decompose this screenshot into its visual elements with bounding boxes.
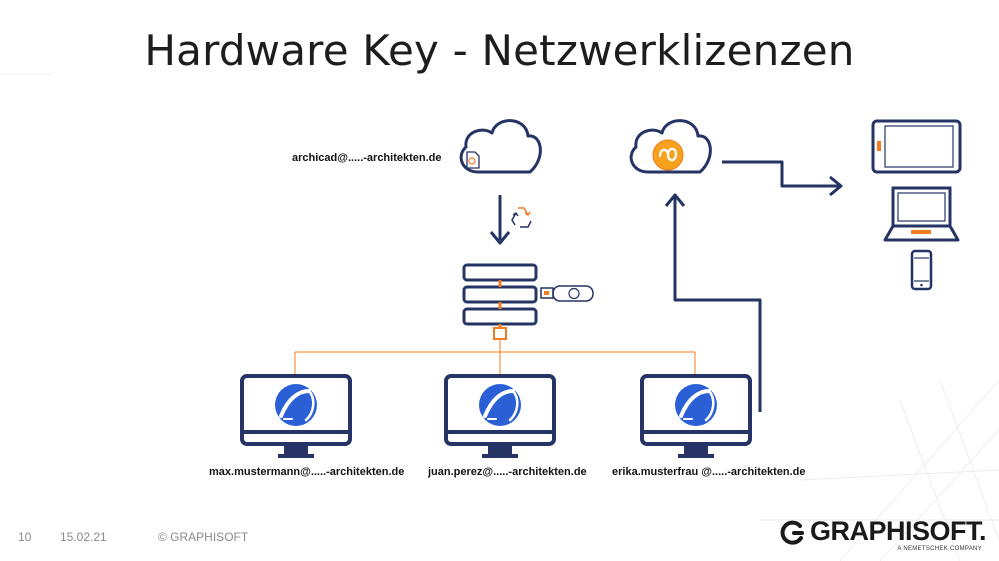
document-icon <box>466 151 480 169</box>
brand-logo: GRAPHISOFT. A NEMETSCHEK COMPANY <box>780 516 987 554</box>
archicad-logo-icon <box>273 382 319 428</box>
up-arrow <box>664 193 762 412</box>
footer-copyright: © GRAPHISOFT <box>158 530 249 544</box>
page-number: 10 <box>18 530 32 544</box>
brand-tagline: A NEMETSCHEK COMPANY <box>897 546 982 552</box>
network-lines <box>294 339 696 376</box>
user-label-1: max.mustermann@.....-architekten.de <box>209 466 405 478</box>
phone-icon <box>910 249 933 291</box>
tablet-icon <box>871 119 962 174</box>
recycle-icon <box>511 207 532 228</box>
down-arrow <box>489 195 511 245</box>
slide-title: Hardware Key - Netzwerklizenzen <box>144 26 855 75</box>
right-arrow <box>722 160 843 197</box>
usb-key-icon <box>540 285 594 302</box>
footer-date: 15.02.21 <box>60 530 107 544</box>
laptop-icon <box>883 186 960 242</box>
user-label-2: juan.perez@.....-architekten.de <box>428 466 587 478</box>
user-label-3: erika.musterfrau @.....-architekten.de <box>612 466 806 478</box>
archicad-logo-icon <box>673 382 719 428</box>
archicad-logo-icon <box>477 382 523 428</box>
server-icon <box>462 263 538 340</box>
brand-name: GRAPHISOFT. <box>810 516 987 546</box>
graphisoft-logo-icon <box>780 520 804 545</box>
bimx-cloud-icon <box>629 119 712 174</box>
cloud-account-label: archicad@.....-architekten.de <box>292 152 442 164</box>
background-wireframe <box>0 73 999 561</box>
